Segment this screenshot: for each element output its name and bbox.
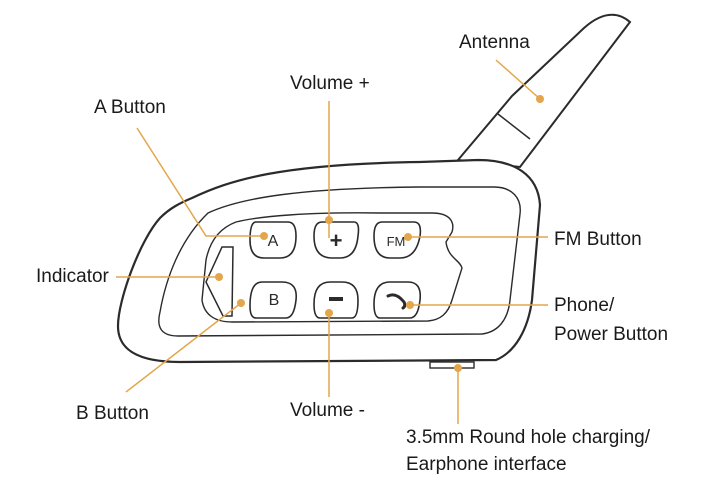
button-frame [201, 212, 463, 323]
label-volume-plus: Volume + [290, 73, 370, 94]
dot-phone-power [406, 301, 414, 309]
label-a-button: A Button [94, 97, 166, 118]
dot-charging [454, 364, 462, 372]
leader-lines [116, 59, 548, 424]
label-volume-minus: Volume - [290, 400, 365, 421]
front-panel [158, 186, 521, 337]
indicator-light [205, 246, 234, 317]
label-charging-1: 3.5mm Round hole charging/ [406, 427, 651, 448]
phone-icon [386, 293, 407, 310]
buttons: A + FM B [249, 221, 422, 319]
dot-volume-minus [325, 309, 333, 317]
dot-b-button [237, 299, 245, 307]
fm-button-label: FM [387, 234, 406, 249]
minus-icon [329, 297, 343, 301]
dot-indicator [215, 273, 223, 281]
charging-port [429, 361, 475, 369]
leader-b-button [125, 302, 242, 393]
dot-fm-button [404, 233, 412, 241]
label-antenna: Antenna [459, 32, 530, 53]
labels: Antenna Volume + A Button Indicator FM B… [36, 32, 668, 475]
b-button-label: B [269, 292, 280, 309]
dot-a-button [260, 232, 268, 240]
label-phone-power-1: Phone/ [554, 295, 615, 316]
label-charging-2: Earphone interface [406, 454, 567, 475]
label-indicator: Indicator [36, 266, 110, 287]
leader-dots [215, 95, 544, 372]
antenna-shape [456, 13, 632, 169]
volume-plus-button[interactable]: + [313, 221, 360, 259]
plus-icon: + [330, 228, 343, 253]
label-phone-power-2: Power Button [554, 324, 668, 345]
leader-antenna [495, 59, 541, 100]
antenna-band [497, 113, 531, 140]
a-button-label: A [268, 233, 279, 250]
b-button[interactable]: B [249, 281, 298, 319]
a-button[interactable]: A [249, 221, 297, 259]
leader-a-button [136, 127, 264, 237]
label-b-button: B Button [76, 403, 149, 424]
dot-volume-plus [325, 216, 333, 224]
fm-button[interactable]: FM [373, 221, 422, 259]
label-fm-button: FM Button [554, 229, 642, 250]
phone-power-button[interactable] [373, 281, 422, 319]
dot-antenna [536, 95, 544, 103]
volume-minus-button[interactable] [313, 281, 359, 319]
